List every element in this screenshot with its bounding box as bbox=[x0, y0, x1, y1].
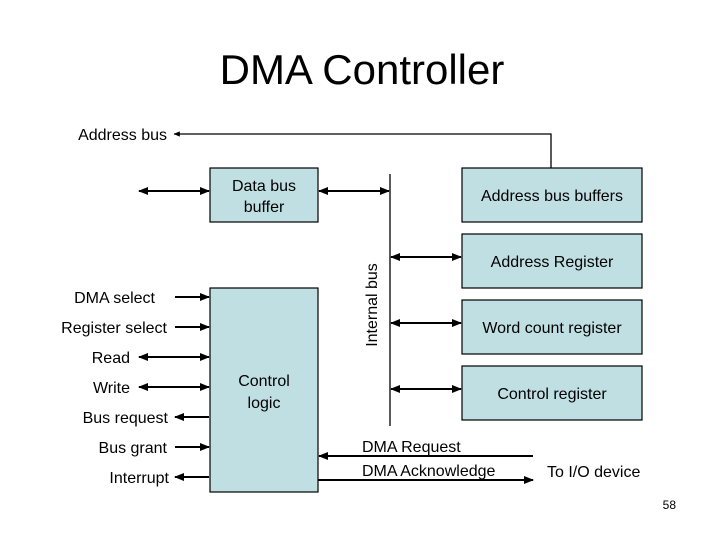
word-count-register-label: Word count register bbox=[482, 320, 622, 337]
address-bus-buffers-block bbox=[461, 167, 643, 223]
dma-request-label: DMA Request bbox=[362, 439, 461, 456]
signal-register-select-label: Register select bbox=[61, 320, 167, 337]
data-bus-buffer-label-line2: buffer bbox=[244, 199, 285, 216]
address-bus-label: Address bus bbox=[78, 127, 167, 144]
word-count-register-block bbox=[461, 299, 643, 355]
signal-write-label: Write bbox=[93, 380, 130, 397]
address-bus-line bbox=[173, 131, 552, 168]
to-io-device-label: To I/O device bbox=[547, 464, 640, 481]
address-register-label: Address Register bbox=[491, 254, 614, 271]
signal-dma-select-label: DMA select bbox=[74, 290, 155, 307]
data-bus-buffer-label-line1: Data bus bbox=[232, 178, 296, 195]
slide-title: DMA Controller bbox=[220, 46, 505, 93]
control-logic-block bbox=[209, 287, 319, 493]
signal-interrupt-label: Interrupt bbox=[109, 470, 169, 487]
signal-bus-request-label: Bus request bbox=[83, 410, 169, 427]
page-number: 58 bbox=[663, 498, 677, 512]
control-register-block bbox=[461, 365, 643, 421]
internal-bus-label: Internal bus bbox=[364, 263, 381, 347]
address-register-block bbox=[461, 233, 643, 289]
control-register-label: Control register bbox=[497, 386, 607, 403]
control-logic-label-line1: Control bbox=[238, 373, 290, 390]
signal-read-label: Read bbox=[92, 350, 130, 367]
signal-bus-grant-label: Bus grant bbox=[99, 440, 168, 457]
data-bus-buffer-block bbox=[209, 167, 319, 223]
dma-acknowledge-label: DMA Acknowledge bbox=[362, 463, 496, 480]
control-logic-label-line2: logic bbox=[248, 395, 281, 412]
address-bus-buffers-label: Address bus buffers bbox=[481, 188, 623, 205]
